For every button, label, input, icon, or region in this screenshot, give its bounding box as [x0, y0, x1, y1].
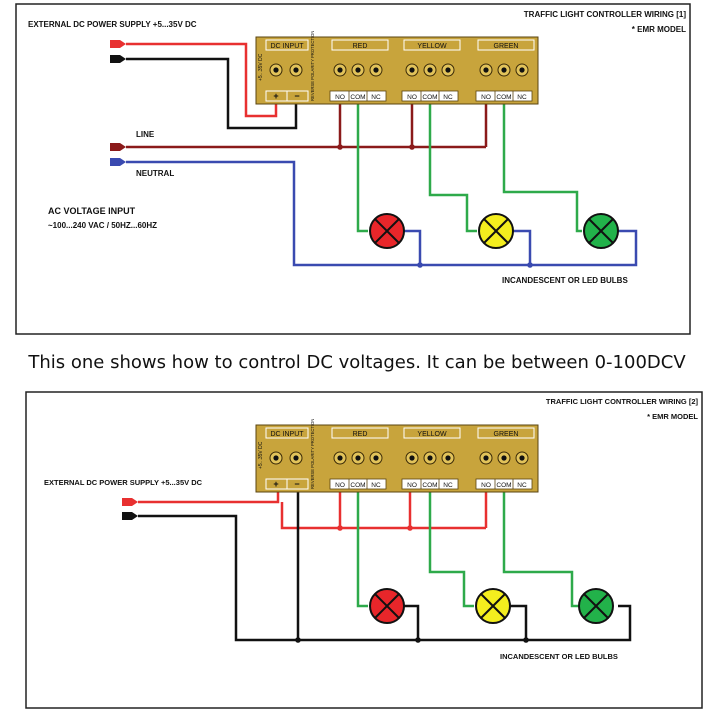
panel-2-title: TRAFFIC LIGHT CONTROLLER WIRING [2] — [546, 397, 699, 406]
panel-1-dc-wires — [126, 42, 298, 130]
board-1-voltage-tag: +5...35V DC — [258, 53, 264, 81]
panel-2-bulb-red — [369, 588, 405, 624]
panel-1-dc-supply-label: EXTERNAL DC POWER SUPPLY +5...35V DC — [28, 20, 197, 29]
board-1-yellow-no-label: NO — [407, 94, 417, 101]
panel-1-dc-positive-wire — [126, 42, 278, 118]
board-1-minus-label: − — [294, 91, 299, 101]
board-2-red-nc-label: NC — [371, 482, 381, 489]
panel-2-dc-negative-wire — [138, 514, 632, 642]
board-2-minus-label: − — [294, 479, 299, 489]
board-1-channel-yellow-label: YELLOW — [417, 43, 447, 50]
panel-2-controller-board: +5...35V DC DC INPUT + − REVERSE POLARITY PR… — [255, 419, 539, 493]
panel-2-model: * EMR MODEL — [647, 412, 698, 421]
board-1-green-nc-label: NC — [517, 94, 527, 101]
caption-text: This one shows how to control DC voltage… — [28, 352, 686, 373]
panel-1-line-arrow — [110, 143, 126, 151]
panel-2-dc-positive-wires — [138, 488, 488, 530]
panel-1-title: TRAFFIC LIGHT CONTROLLER WIRING [1] — [524, 10, 687, 19]
board-2-yellow-no-label: NO — [407, 482, 417, 489]
board-2-green-nc-label: NC — [517, 482, 527, 489]
panel-1-dc-negative-arrow — [110, 55, 126, 63]
panel-1-line-label: LINE — [136, 130, 155, 139]
panel-2-dc-negative-arrow — [122, 512, 138, 520]
panel-2-dc-supply-label: EXTERNAL DC POWER SUPPLY +5...35V DC — [44, 478, 203, 487]
board-1-dc-input-label: DC INPUT — [270, 43, 304, 50]
panel-1-bulb-red — [369, 213, 405, 249]
board-2-red-no-label: NO — [335, 482, 345, 489]
panel-2-dc-positive-arrow — [122, 498, 138, 506]
board-1-yellow-nc-label: NC — [443, 94, 453, 101]
panel-1-neutral-wires — [126, 160, 638, 267]
board-2-plus-label: + — [273, 479, 278, 489]
panel-2-dc-negative-wires — [138, 488, 632, 642]
panel-1-bulb-green — [583, 213, 619, 249]
board-1-red-nc-label: NC — [371, 94, 381, 101]
board-2-voltage-tag: +5...35V DC — [258, 441, 264, 469]
panel-1-ac-range-label: ~100...240 VAC / 50HZ...60HZ — [48, 221, 157, 230]
board-2-red-com-label: COM — [350, 482, 365, 489]
board-2-yellow-com-label: COM — [422, 482, 437, 489]
panel-2-bulb-yellow — [475, 588, 511, 624]
panel-2-dc-positive-wire — [138, 488, 280, 504]
panel-1-bulb-yellow — [478, 213, 514, 249]
panel-2-bulbs-label: INCANDESCENT OR LED BULBS — [500, 652, 618, 661]
board-1-protection-label: REVERSE POLARITY PROTECTION — [310, 31, 315, 101]
board-2-channel-green-label: GREEN — [494, 431, 519, 438]
board-1-channel-red-label: RED — [353, 43, 368, 50]
panel-1-neutral-label: NEUTRAL — [136, 169, 174, 178]
panel-1-ac-wiring: TRAFFIC LIGHT CONTROLLER WIRING [1] * EM… — [15, 3, 691, 335]
panel-1-bulbs-label: INCANDESCENT OR LED BULBS — [502, 276, 628, 285]
board-2-channel-red-label: RED — [353, 431, 368, 438]
panel-2-bulb-green — [578, 588, 614, 624]
board-1-red-no-label: NO — [335, 94, 345, 101]
board-1-green-no-label: NO — [481, 94, 491, 101]
panel-1-controller-board: +5...35V DC DC INPUT + − REVERSE POLARITY PR… — [255, 31, 539, 105]
board-1-red-com-label: COM — [350, 94, 365, 101]
panel-1-line-wires — [126, 104, 488, 149]
panel-2-relay-wires — [356, 492, 582, 608]
panel-1-ac-input-label: AC VOLTAGE INPUT — [48, 206, 136, 216]
panel-1-neutral-wire — [126, 160, 638, 267]
board-2-green-no-label: NO — [481, 482, 491, 489]
board-1-channel-green-label: GREEN — [494, 43, 519, 50]
board-1-yellow-com-label: COM — [422, 94, 437, 101]
panel-1-model: * EMR MODEL — [632, 25, 686, 34]
board-2-channel-yellow-label: YELLOW — [417, 431, 447, 438]
panel-1-relay-wires — [356, 104, 582, 233]
panel-1-neutral-arrow — [110, 158, 126, 166]
panel-1-dc-negative-wire — [126, 57, 298, 130]
board-2-dc-input-label: DC INPUT — [270, 431, 304, 438]
board-2-yellow-nc-label: NC — [443, 482, 453, 489]
board-2-protection-label: REVERSE POLARITY PROTECTION — [310, 419, 315, 489]
board-1-plus-label: + — [273, 91, 278, 101]
panel-2-dc-wiring: TRAFFIC LIGHT CONTROLLER WIRING [2] * EM… — [25, 391, 703, 709]
board-2-green-com-label: COM — [496, 482, 511, 489]
panel-1-dc-positive-arrow — [110, 40, 126, 48]
board-1-green-com-label: COM — [496, 94, 511, 101]
